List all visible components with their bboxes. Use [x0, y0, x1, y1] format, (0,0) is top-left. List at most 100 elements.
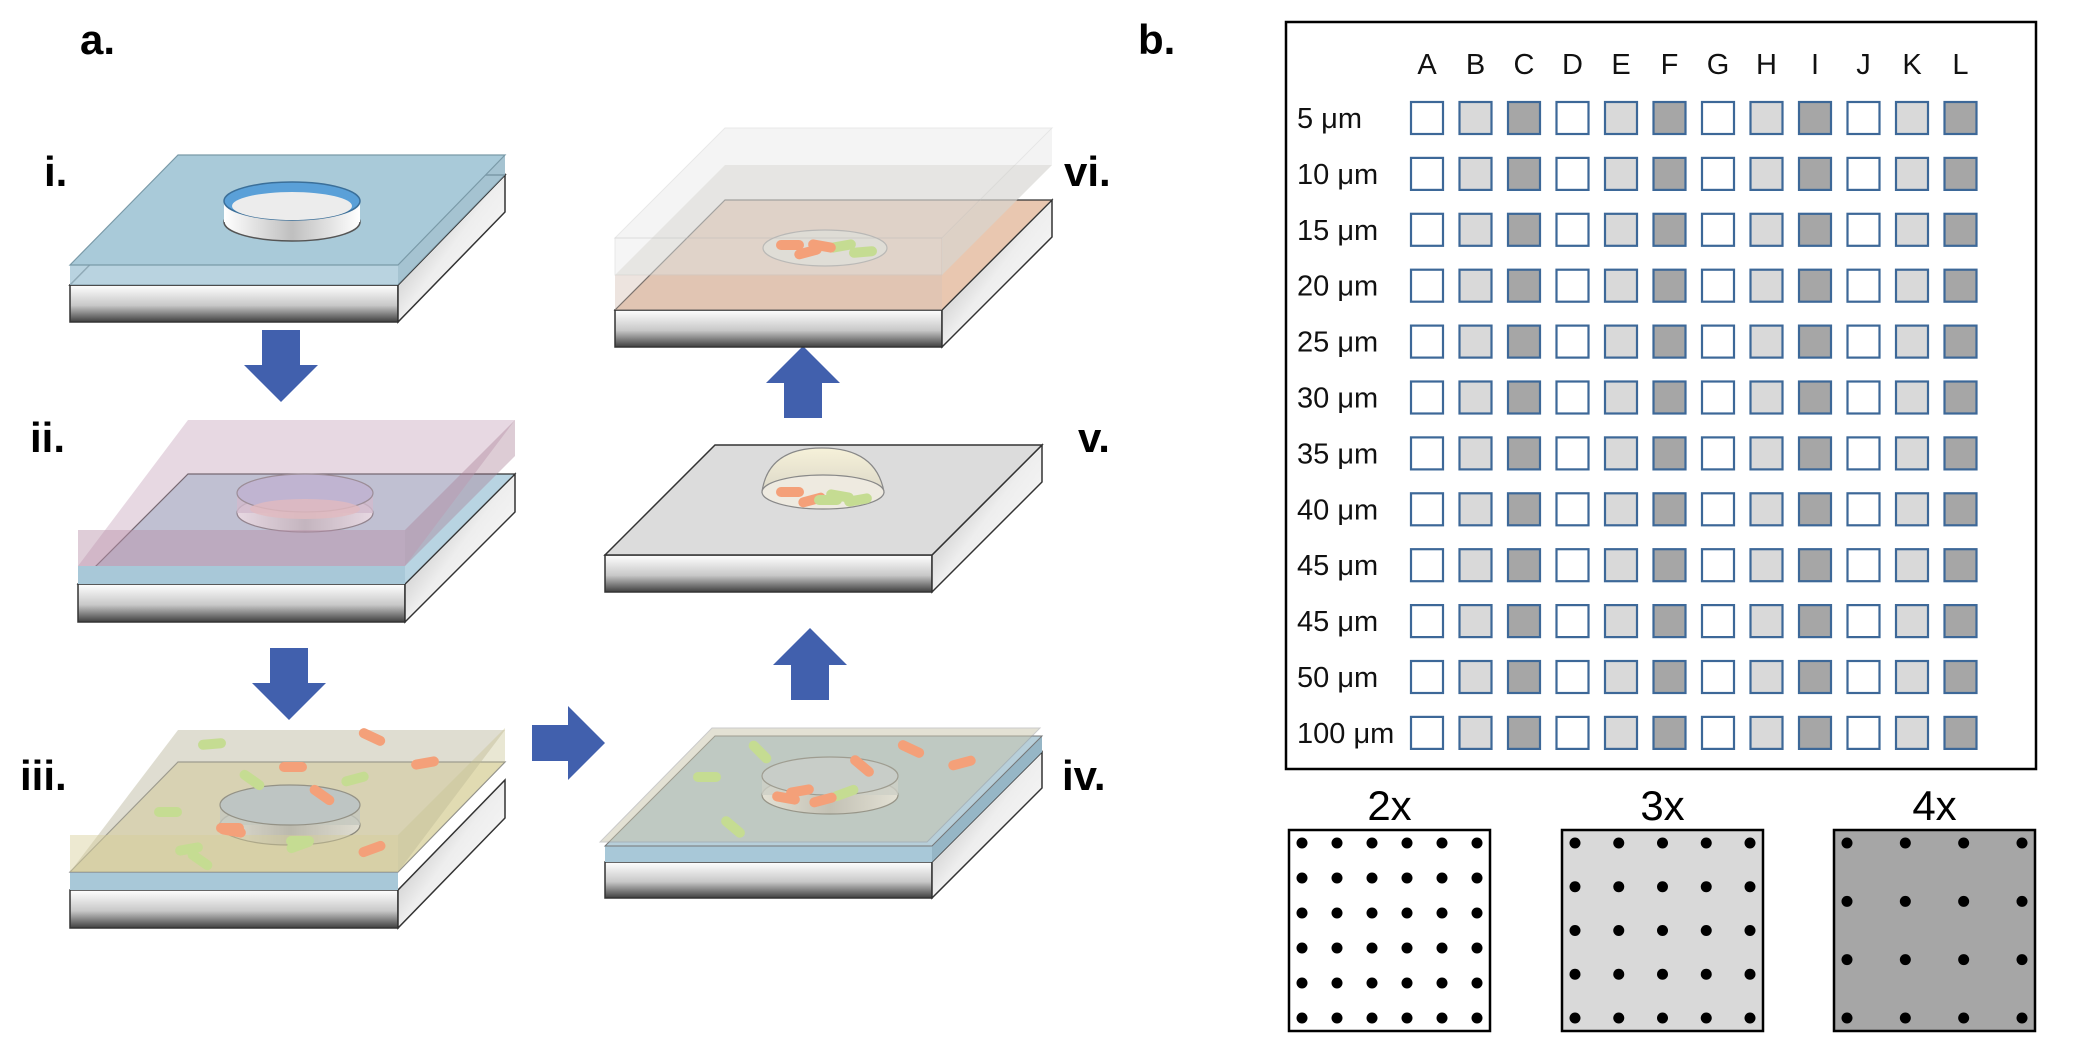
- grid-cell-d7: [1555, 436, 1590, 471]
- bacterium-orange: [279, 762, 307, 772]
- step-label-iv: iv.: [1062, 752, 1106, 799]
- bacterium-green: [849, 246, 877, 258]
- density-box-2x: [1287, 828, 1492, 1033]
- step-ii-illustration: [76, 420, 517, 624]
- density-dot: [1401, 872, 1413, 884]
- grid-cell-g2: [1700, 156, 1736, 191]
- grid-cell-g5: [1700, 324, 1736, 359]
- density-dot: [1899, 1012, 1911, 1024]
- grid-cell-d11: [1555, 659, 1590, 695]
- grid-cell-i8: [1797, 492, 1833, 527]
- grid-cell-e12: [1603, 715, 1639, 751]
- grid-cell-f1: [1652, 100, 1687, 136]
- grid-cell-a7: [1409, 436, 1445, 471]
- grid-cell-i1: [1797, 100, 1833, 136]
- density-dot: [1657, 1012, 1668, 1024]
- step-i-illustration: [68, 154, 507, 324]
- grid-cell-j12: [1846, 715, 1881, 751]
- grid-cell-a11: [1409, 659, 1445, 695]
- density-dot: [1366, 837, 1378, 849]
- density-dot: [1296, 1012, 1308, 1024]
- grid-cell-l6: [1943, 380, 1978, 415]
- density-dot: [1436, 872, 1448, 884]
- grid-cell-g6: [1700, 380, 1736, 415]
- grid-cell-l11: [1943, 659, 1978, 695]
- column-header-c: C: [1514, 49, 1535, 81]
- grid-cell-b5: [1458, 324, 1493, 359]
- grid-cell-c2: [1506, 156, 1542, 191]
- grid-cell-l4: [1943, 268, 1978, 303]
- density-dot: [1569, 968, 1581, 980]
- grid-cell-c10: [1506, 603, 1542, 639]
- grid-cell-e7: [1603, 436, 1639, 471]
- grid-cell-e6: [1603, 380, 1639, 415]
- grid-cell-j7: [1846, 436, 1881, 471]
- density-dot: [1569, 837, 1581, 849]
- grid-cell-b1: [1458, 100, 1493, 136]
- grid-cell-k4: [1894, 268, 1930, 303]
- grid-cell-l3: [1943, 212, 1978, 247]
- grid-cell-b9: [1458, 548, 1493, 583]
- grid-cell-a1: [1409, 100, 1445, 136]
- grid-cell-h8: [1749, 492, 1784, 527]
- density-dot: [1296, 977, 1308, 989]
- grid-cell-a6: [1409, 380, 1445, 415]
- grid-cell-k7: [1894, 436, 1930, 471]
- grid-cell-e5: [1603, 324, 1639, 359]
- grid-cell-a2: [1409, 156, 1445, 191]
- density-dot: [1471, 977, 1483, 989]
- grid-cell-f9: [1652, 548, 1687, 583]
- bacterium-orange: [309, 784, 335, 806]
- step-vi-illustration: [613, 127, 1054, 349]
- bacterium-orange: [358, 728, 386, 746]
- grid-cell-h5: [1749, 324, 1784, 359]
- grid-cell-i12: [1797, 715, 1833, 751]
- grid-cell-l5: [1943, 324, 1978, 359]
- grid-cell-j5: [1846, 324, 1881, 359]
- grid-cell-f4: [1652, 268, 1687, 303]
- bacterium-orange: [411, 756, 439, 770]
- grid-cell-k10: [1894, 603, 1930, 639]
- bacterium-green: [831, 784, 859, 802]
- grid-cell-g3: [1700, 212, 1736, 247]
- grid-cell-i7: [1797, 436, 1833, 471]
- row-header: 100 μm: [1297, 718, 1394, 750]
- grid-cell-e3: [1603, 212, 1639, 247]
- grid-cell-i10: [1797, 603, 1833, 639]
- row-header: 45 μm: [1297, 550, 1378, 582]
- step-iv-bacteria: [693, 740, 976, 838]
- density-dot: [1613, 925, 1625, 936]
- grid-cell-i5: [1797, 324, 1833, 359]
- step-label-iii: iii.: [20, 752, 67, 799]
- grid-cell-a10: [1409, 603, 1445, 639]
- density-dot: [1366, 872, 1378, 884]
- density-dot: [1436, 977, 1448, 989]
- grid-cell-g1: [1700, 100, 1736, 136]
- step-label-v: v.: [1078, 414, 1110, 461]
- density-dot: [1401, 942, 1413, 954]
- grid-cell-e4: [1603, 268, 1639, 303]
- grid-cell-b8: [1458, 492, 1493, 527]
- density-dot: [1700, 925, 1712, 936]
- grid-cell-d8: [1555, 492, 1590, 527]
- step-label-ii: ii.: [30, 414, 65, 461]
- density-dot: [1569, 1012, 1581, 1024]
- density-dot: [1569, 925, 1581, 936]
- density-dot: [1958, 954, 1970, 966]
- density-dot: [1471, 942, 1483, 954]
- grid-cell-d3: [1555, 212, 1590, 247]
- step-vi-bacteria: [776, 239, 877, 260]
- grid-cell-k1: [1894, 100, 1930, 136]
- arrow-down-1: [244, 330, 318, 402]
- bacterium-green: [239, 769, 265, 791]
- grid-cell-f6: [1652, 380, 1687, 415]
- grid-cells: [1409, 100, 1978, 751]
- grid-cell-c5: [1506, 324, 1542, 359]
- grid-cell-g4: [1700, 268, 1736, 303]
- step-label-vi: vi.: [1064, 148, 1111, 195]
- bacterium-orange: [358, 840, 386, 858]
- density-dot: [1331, 1012, 1343, 1024]
- grid-cell-d1: [1555, 100, 1590, 136]
